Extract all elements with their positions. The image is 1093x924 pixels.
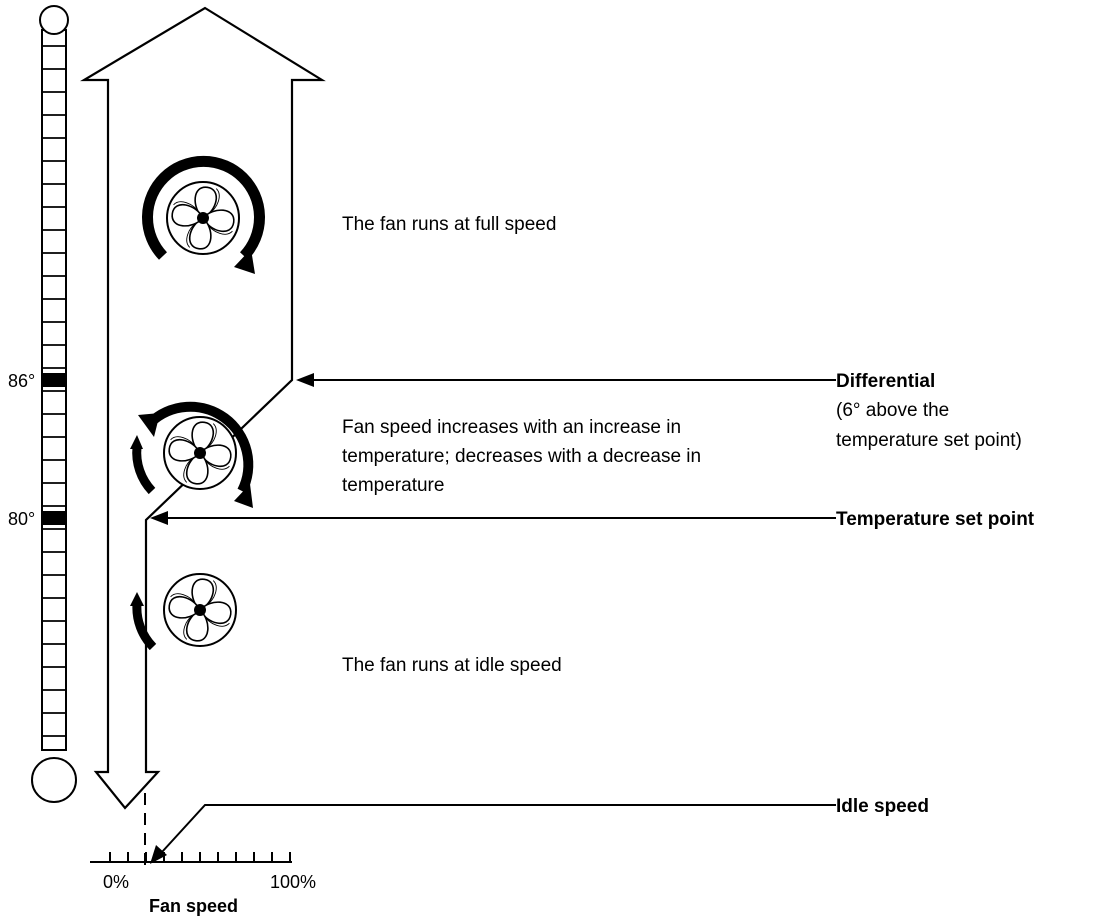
fan-blade bbox=[191, 421, 215, 454]
thermometer-scale bbox=[42, 45, 66, 737]
thermometer: 86° 80° bbox=[8, 5, 77, 803]
rotation-arrowhead-idle-icon bbox=[130, 592, 144, 606]
idle-speed-callout: Idle speed bbox=[150, 796, 929, 864]
fan-full-speed-icon bbox=[142, 155, 265, 274]
axis-min-label: 0% bbox=[103, 872, 129, 892]
fan-idle-speed-icon bbox=[130, 573, 237, 651]
fan-blade bbox=[171, 203, 204, 227]
fan-hub bbox=[197, 212, 209, 224]
fan-blade bbox=[191, 578, 215, 611]
differential-leader-arrowhead-icon bbox=[296, 373, 314, 387]
rotation-arrowhead-right-icon bbox=[234, 484, 253, 508]
fan-speed-axis: 0% 100% Fan speed bbox=[90, 852, 316, 916]
set-point-leader-arrowhead-icon bbox=[150, 511, 168, 525]
idle-speed-leader-arrowhead-icon bbox=[150, 845, 167, 864]
idle-speed-leader-line bbox=[161, 804, 836, 853]
thermometer-label-86: 86° bbox=[8, 371, 35, 391]
axis-ticks bbox=[109, 852, 291, 862]
fan-modulating-icon bbox=[130, 401, 254, 508]
rotation-arrow-idle-icon bbox=[132, 603, 157, 651]
fan-blade bbox=[168, 438, 201, 462]
differential-title: Differential bbox=[836, 371, 935, 392]
fan-blade bbox=[185, 609, 209, 642]
differential-detail-line-2: temperature set point) bbox=[836, 430, 1022, 451]
thermometer-tube bbox=[41, 29, 67, 751]
idle-speed-title: Idle speed bbox=[836, 796, 929, 817]
rotation-arrow-right-icon bbox=[146, 401, 254, 494]
set-point-title: Temperature set point bbox=[836, 509, 1035, 530]
axis-title: Fan speed bbox=[149, 896, 238, 916]
rotation-arrow-full-icon bbox=[142, 155, 265, 260]
modulating-description-line-3: temperature bbox=[342, 475, 444, 496]
fan-blade bbox=[199, 444, 232, 468]
thermometer-bulb bbox=[31, 757, 77, 803]
idle-speed-description: The fan runs at idle speed bbox=[342, 655, 562, 676]
fan-blade bbox=[168, 595, 201, 619]
modulating-description-line-1: Fan speed increases with an increase in bbox=[342, 417, 681, 438]
fan-blade bbox=[188, 217, 212, 250]
fan-hub bbox=[194, 447, 206, 459]
fan-blade-shading bbox=[170, 593, 197, 606]
differential-callout: Differential (6° above the temperature s… bbox=[296, 371, 1022, 451]
fan-blade bbox=[185, 452, 209, 485]
fan-hub bbox=[194, 604, 206, 616]
rotation-arrowhead-left-icon bbox=[130, 435, 143, 449]
rotation-arrowhead-full-icon bbox=[234, 249, 255, 274]
fan-blade bbox=[199, 601, 232, 625]
full-speed-description: The fan runs at full speed bbox=[342, 214, 556, 235]
rotation-arrowhead-top-icon bbox=[138, 413, 160, 437]
fan-blade bbox=[194, 186, 218, 219]
axis-max-label: 100% bbox=[270, 872, 316, 892]
thermometer-top-cap bbox=[39, 5, 69, 35]
fan-blade-shading bbox=[173, 201, 200, 214]
set-point-callout: Temperature set point bbox=[150, 509, 1035, 530]
modulating-description-line-2: temperature; decreases with a decrease i… bbox=[342, 446, 701, 467]
differential-detail-line-1: (6° above the bbox=[836, 400, 949, 421]
thermometer-label-80: 80° bbox=[8, 509, 35, 529]
thermometer-mark-80 bbox=[42, 511, 66, 525]
fan-blade bbox=[202, 209, 235, 233]
fan-blade-shading bbox=[170, 436, 197, 449]
thermometer-mark-86 bbox=[42, 373, 66, 387]
rotation-arrow-left-icon bbox=[132, 446, 156, 495]
